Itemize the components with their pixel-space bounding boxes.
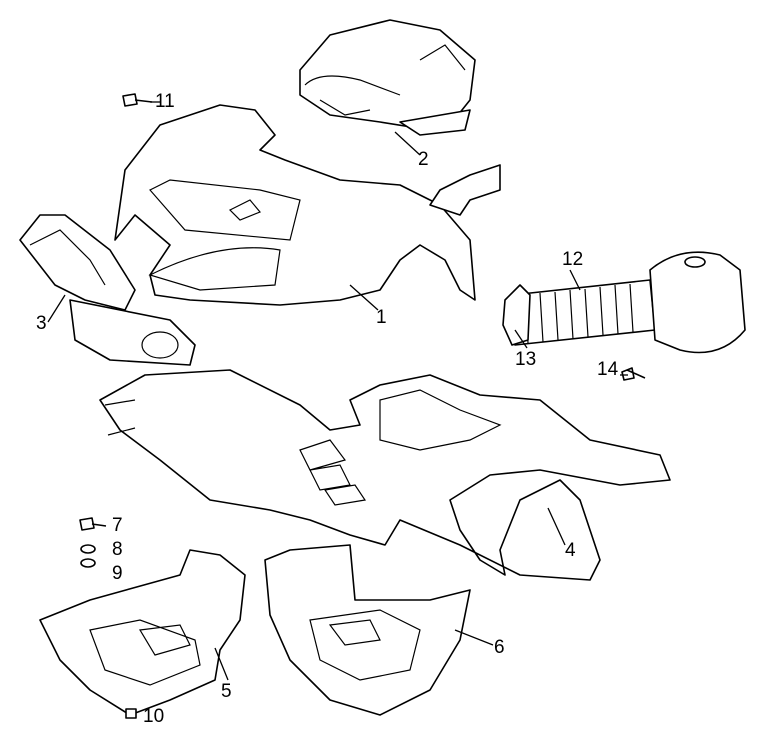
callout-1: 1 xyxy=(376,307,387,328)
screw-7-part xyxy=(79,517,107,531)
leader-lines xyxy=(47,101,628,681)
left-footrest-part xyxy=(39,549,246,716)
front-fender-part xyxy=(114,104,501,306)
bolt-part xyxy=(621,367,646,381)
callout-14: 14 xyxy=(597,359,619,380)
callout-8: 8 xyxy=(112,539,123,560)
washer-8-part xyxy=(80,544,96,554)
callout-10: 10 xyxy=(143,706,165,727)
rear-fender-part xyxy=(99,369,671,581)
callout-11: 11 xyxy=(155,91,175,112)
callout-6: 6 xyxy=(494,637,505,658)
clip-nut-part xyxy=(125,708,137,719)
screw-part xyxy=(122,93,153,107)
front-cover-part xyxy=(299,19,476,136)
washer-9-part xyxy=(80,558,96,568)
callout-9: 9 xyxy=(112,563,123,584)
right-footrest-part xyxy=(264,544,471,716)
callout-5: 5 xyxy=(221,681,232,702)
callout-3: 3 xyxy=(36,313,47,334)
callout-13: 13 xyxy=(515,349,537,370)
callout-12: 12 xyxy=(562,249,584,270)
air-duct-part xyxy=(511,251,746,354)
callout-4: 4 xyxy=(565,540,576,561)
duct-clamp-part xyxy=(502,284,531,346)
headlight-housing-part xyxy=(19,214,196,366)
callout-2: 2 xyxy=(418,149,429,170)
callout-7: 7 xyxy=(112,515,123,536)
